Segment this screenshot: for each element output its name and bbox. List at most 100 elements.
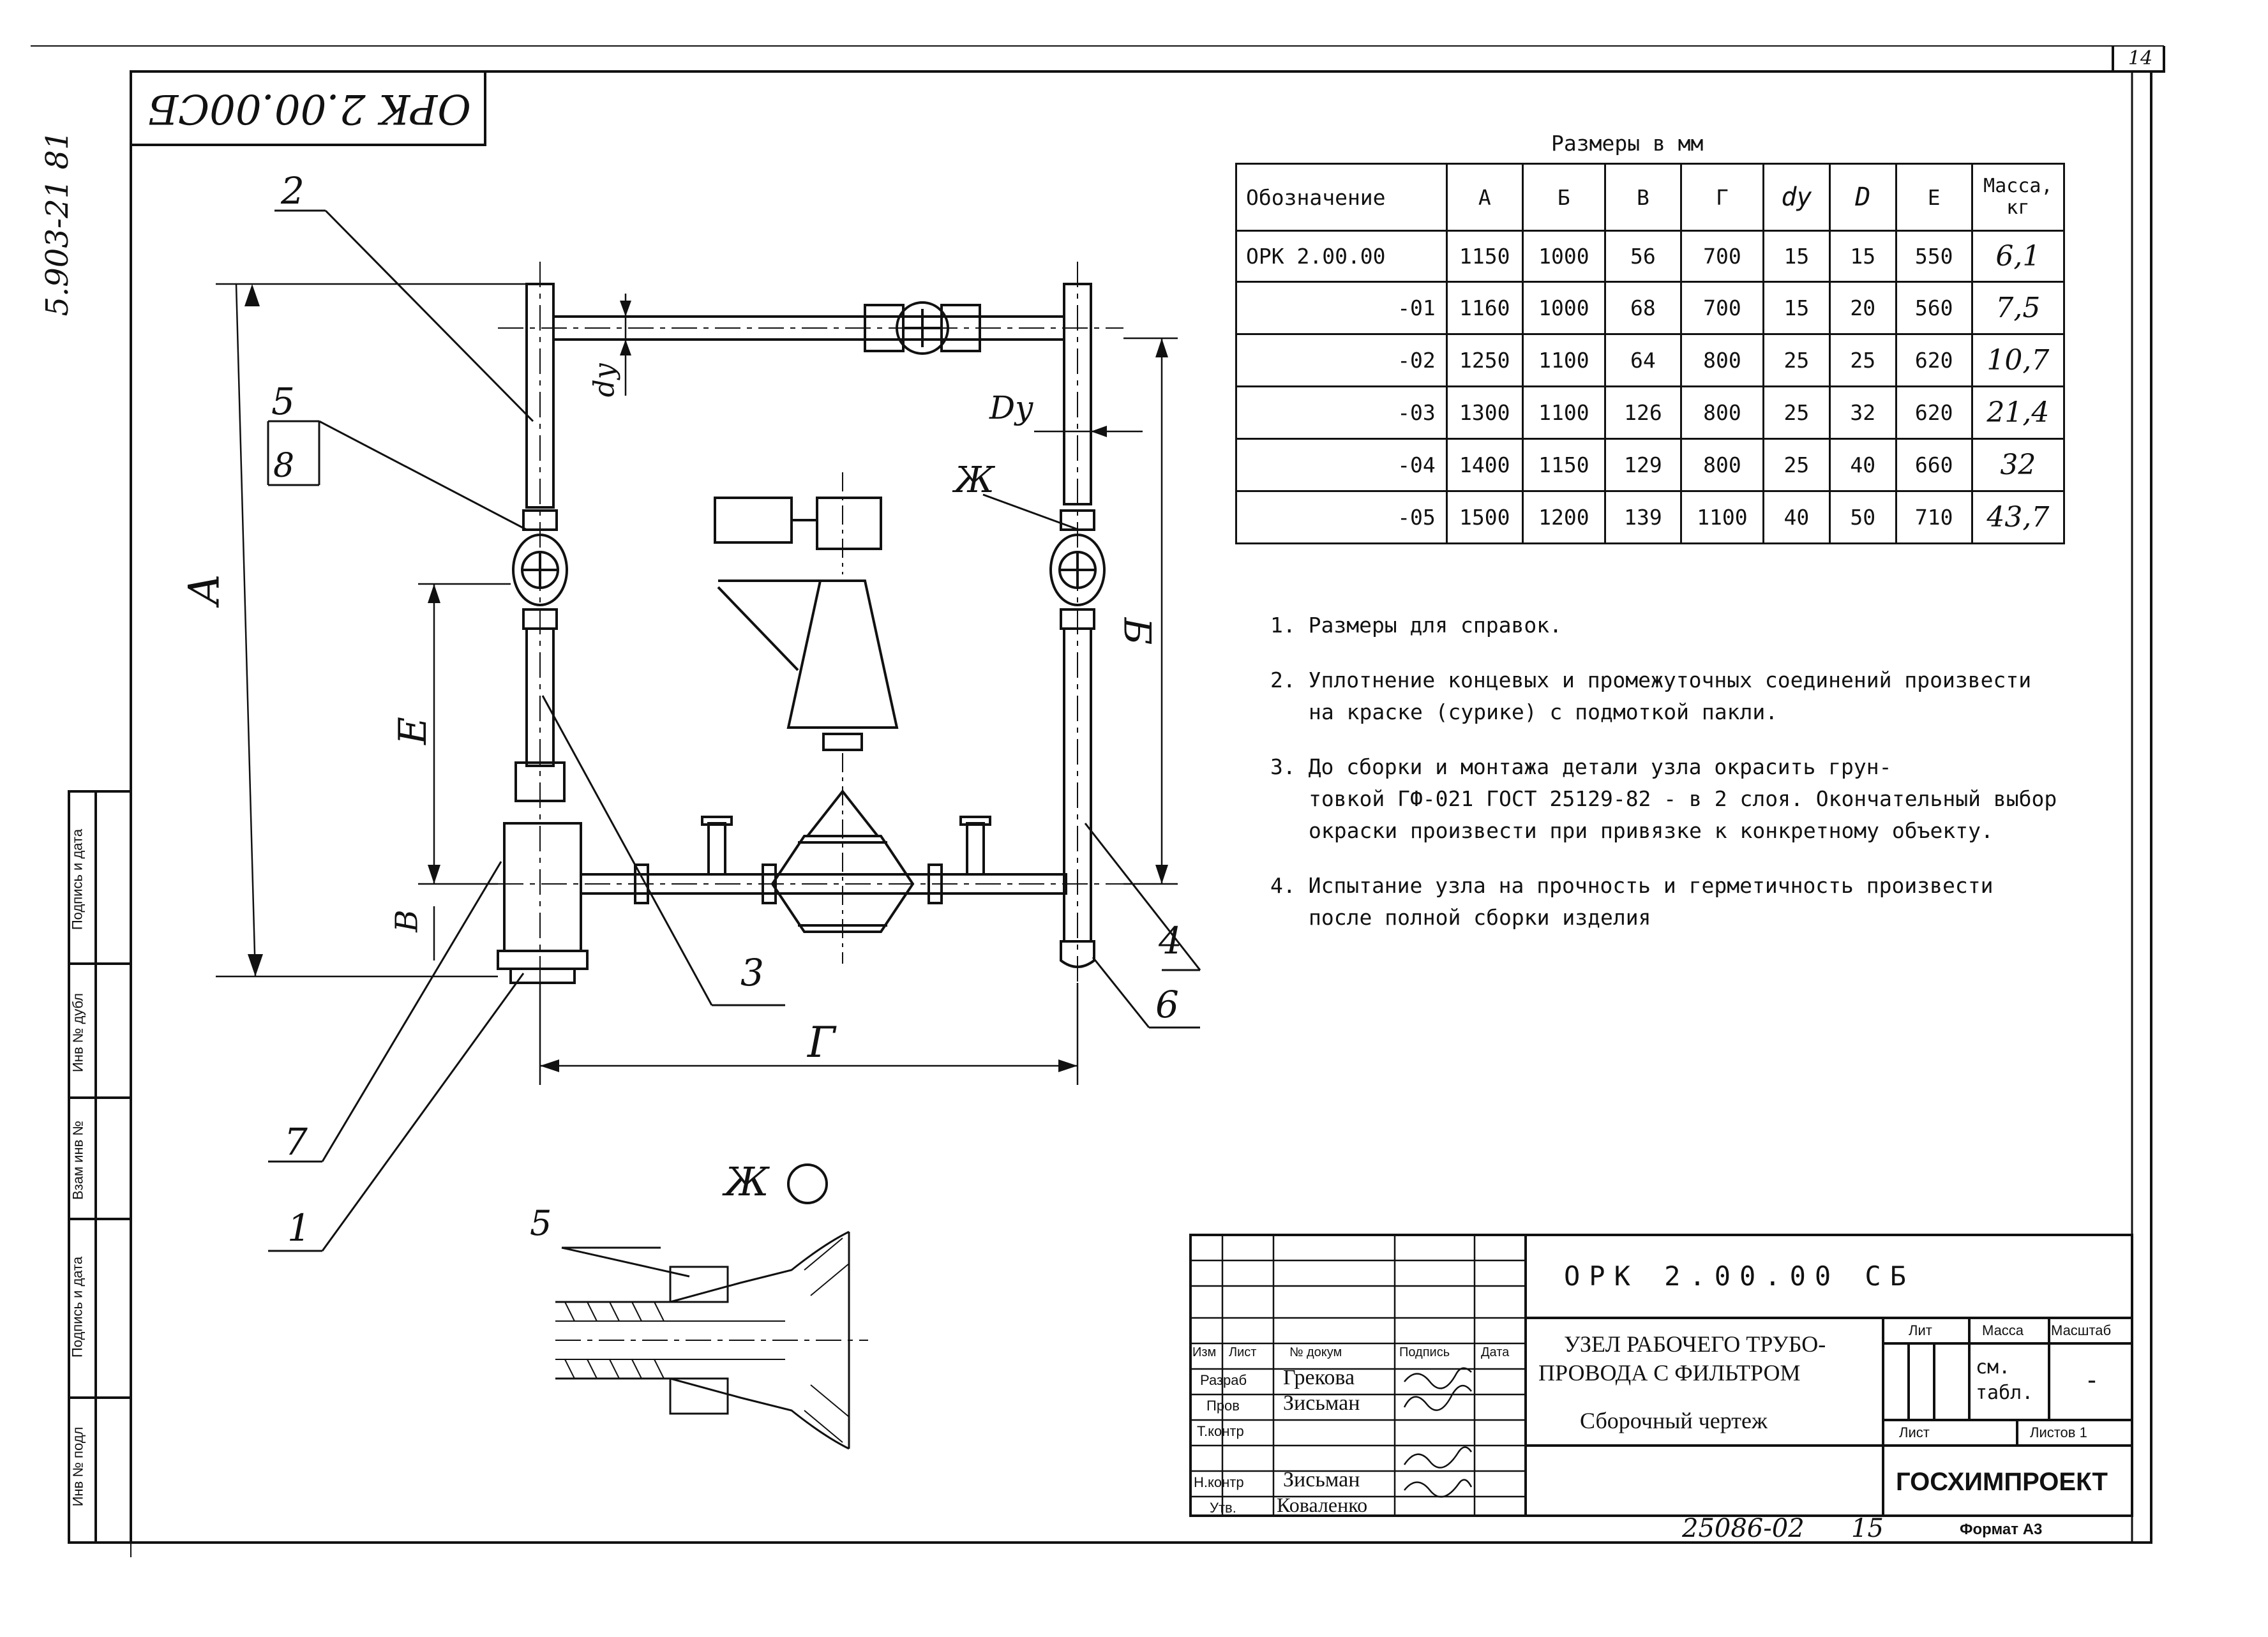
table-cell: -02 [1235,333,1448,387]
table-row: -04 1400 1150 129 800 25 40 660 32 [1235,438,2066,492]
side-stamp-label-3: Взам инв № [70,1120,86,1200]
tb-code: ОРК 2.00.00 СБ [1564,1260,1916,1292]
tb-name-line-1: УЗЕЛ РАБОЧЕГО ТРУБО- [1564,1331,1826,1357]
table-row: -03 1300 1100 126 800 25 32 620 21,4 [1235,385,2066,440]
table-header: Масса, кг [1971,163,2066,232]
table-cell: 620 [1895,385,1973,440]
table-cell: 800 [1679,333,1764,387]
motor [714,497,793,544]
dim-A: А [179,573,229,606]
table-cell: 56 [1603,230,1682,283]
callout-2: 2 [281,169,304,213]
table-cell: -04 [1235,438,1448,492]
table-caption: Размеры в мм [1551,131,1704,156]
page-corner-box [2112,46,2165,73]
callout-7: 7 [284,1120,308,1163]
mud-collector [503,822,582,952]
table-row: -05 1500 1200 139 1100 40 50 710 43,7 [1235,490,2066,544]
table-cell: 1400 [1445,438,1524,492]
tb-role-6: Утв. [1210,1500,1236,1516]
table-cell: 129 [1603,438,1682,492]
table-cell: 43,7 [1971,490,2066,544]
table-cell: 20 [1828,281,1897,335]
tb-doc-type: Сборочный чертеж [1580,1408,1768,1433]
tb-role-1: Разраб [1200,1372,1247,1388]
gearbox [816,497,882,550]
callout-3: 3 [740,951,764,994]
table-cell: 126 [1603,385,1682,440]
corner-code-box [130,70,486,146]
title-block-frame [1189,1234,2133,1517]
table-header: А [1445,163,1524,232]
tb-role-2: Пров [1206,1398,1240,1414]
table-cell: 10,7 [1971,333,2066,387]
dim-E: Е [390,717,435,745]
tb-name-2: Зисьман [1283,1391,1360,1415]
tb-role-3: Т.контр [1197,1423,1244,1439]
table-cell: 1100 [1679,490,1764,544]
dim-dy: dу [588,363,621,398]
table-cell: -03 [1235,385,1448,440]
table-cell: 25 [1762,438,1831,492]
table-cell: 1160 [1445,281,1524,335]
tb-mass-value-2: табл. [1976,1382,2034,1404]
tb-col-list: Лист [1229,1345,1257,1359]
detail-callout-5: 5 [530,1203,552,1243]
table-cell: 7,5 [1971,281,2066,335]
table-cell: 32 [1971,438,2066,492]
table-cell: 700 [1679,230,1764,283]
table-cell: 21,4 [1971,385,2066,440]
table-cell: 1000 [1521,230,1606,283]
table-header: dу [1762,163,1831,232]
right-valve [1049,534,1106,606]
tb-scale-label: Масштаб [2051,1322,2112,1338]
left-valve [512,534,568,606]
footer-format: Формат А3 [1960,1521,2043,1538]
table-cell: 700 [1679,281,1764,335]
table-cell: -01 [1235,281,1448,335]
tb-name-line-2: ПРОВОДА С ФИЛЬТРОМ [1538,1360,1801,1386]
dimensions-table: Обозначение А Б В Г dу D Е Масса, кг ОРК… [1235,163,2066,544]
note-3-line-2: товкой ГФ-021 ГОСТ 25129-82 - в 2 слоя. … [1309,786,2057,811]
table-cell: 1000 [1521,281,1606,335]
table-header: Е [1895,163,1973,232]
table-cell: 25 [1762,385,1831,440]
signatures [1403,1367,1473,1498]
tb-role-5: Н.контр [1194,1474,1244,1490]
table-cell: 800 [1679,438,1764,492]
table-cell: 1150 [1445,230,1524,283]
callout-5: 5 [271,380,295,423]
callout-4: 4 [1159,919,1182,962]
page-corner-number: 14 [2128,47,2153,70]
footer-doc-number: 25086-02 [1682,1514,1805,1543]
table-cell: 1500 [1445,490,1524,544]
table-cell: 560 [1895,281,1973,335]
table-cell: 50 [1828,490,1897,544]
table-cell: 1300 [1445,385,1524,440]
table-cell: 1150 [1521,438,1606,492]
side-stamp-label-5: Подпись и дата [69,828,86,931]
tb-col-doc: № докум [1289,1345,1342,1359]
side-stamp-label-1: Инв № подл [70,1426,86,1507]
footer-page: 15 [1851,1514,1884,1543]
detail-section [555,1230,850,1303]
callout-1: 1 [287,1206,311,1250]
dim-G: Г [807,1018,836,1067]
table-header: Г [1679,163,1764,232]
tb-col-izm: Изм [1192,1345,1217,1359]
table-cell: 139 [1603,490,1682,544]
table-cell: ОРК 2.00.00 [1235,230,1448,283]
table-cell: 68 [1603,281,1682,335]
note-3-line-1: 3. До сборки и монтажа детали узла окрас… [1270,754,1892,779]
tb-sheets-label: Листов 1 [2030,1424,2087,1440]
end-cap [1060,940,1095,968]
dim-zh: Ж [954,460,995,501]
note-2-line-2: на краске (сурике) с подмоткой пакли. [1309,699,1778,724]
callout-6: 6 [1155,983,1179,1026]
tb-scale-value: - [2084,1366,2100,1395]
side-stamp-label-4: Инв № дубл [70,993,86,1073]
table-header: D [1828,163,1897,232]
table-cell: 1250 [1445,333,1524,387]
callout-8: 8 [273,447,295,485]
